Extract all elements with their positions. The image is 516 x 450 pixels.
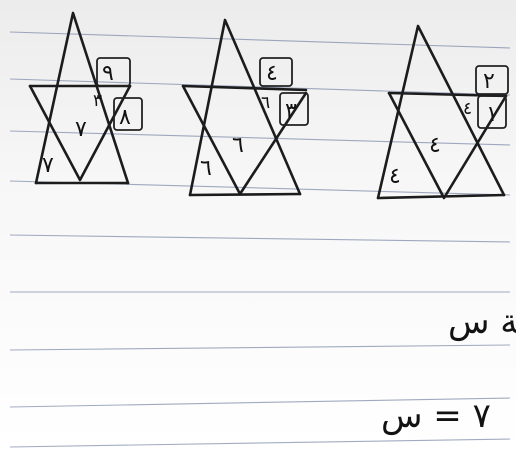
- side-box-number: ١: [486, 102, 498, 127]
- star-figure-3: ٢ ٤ ١ ٤ ٤: [376, 24, 509, 200]
- triangle-base: [376, 193, 506, 200]
- center-number: ٤: [429, 133, 441, 158]
- top-side-number: ٣: [93, 91, 102, 111]
- top-box-frame: [259, 57, 293, 87]
- star-figure-1: ٩ ٣ ٨ ٧ ٧: [28, 11, 143, 185]
- upward-triangle: [188, 18, 302, 197]
- rule-line: [9, 344, 511, 351]
- rule-line: [9, 438, 511, 448]
- bottom-left-number: ٧: [42, 153, 54, 178]
- top-box-frame: [475, 65, 509, 95]
- instruction-text: اوجد قيمة س: [448, 302, 516, 342]
- center-number: ٧: [75, 117, 87, 142]
- star-figure-2: ٤ ٦ ٣ ٦ ٦: [181, 18, 309, 197]
- rule-line: [9, 78, 511, 96]
- side-box-number: ٣: [285, 99, 297, 124]
- upward-triangle: [376, 24, 506, 200]
- bottom-left-number: ٤: [389, 164, 401, 189]
- side-box-frame: [477, 95, 507, 129]
- downward-triangle: [181, 84, 308, 196]
- top-box-number: ٤: [266, 61, 278, 86]
- triangle-base: [188, 192, 302, 197]
- top-side-number: ٦: [261, 93, 270, 113]
- answer-text: ٧ = س: [381, 396, 491, 436]
- side-box-number: ٨: [119, 105, 131, 130]
- rule-line: [9, 397, 511, 408]
- rule-line: [9, 234, 511, 243]
- top-box-number: ٩: [102, 61, 114, 86]
- rule-line: [9, 130, 511, 146]
- bottom-left-number: ٦: [200, 156, 212, 181]
- center-number: ٦: [232, 133, 244, 158]
- top-box-number: ٢: [483, 69, 495, 94]
- side-box-frame: [113, 97, 143, 131]
- top-side-number: ٤: [463, 99, 472, 119]
- side-box-frame: [279, 92, 309, 126]
- rule-line: [9, 31, 511, 49]
- top-box-frame: [96, 57, 131, 87]
- downward-triangle: [387, 91, 508, 200]
- triangle-top: [181, 84, 308, 92]
